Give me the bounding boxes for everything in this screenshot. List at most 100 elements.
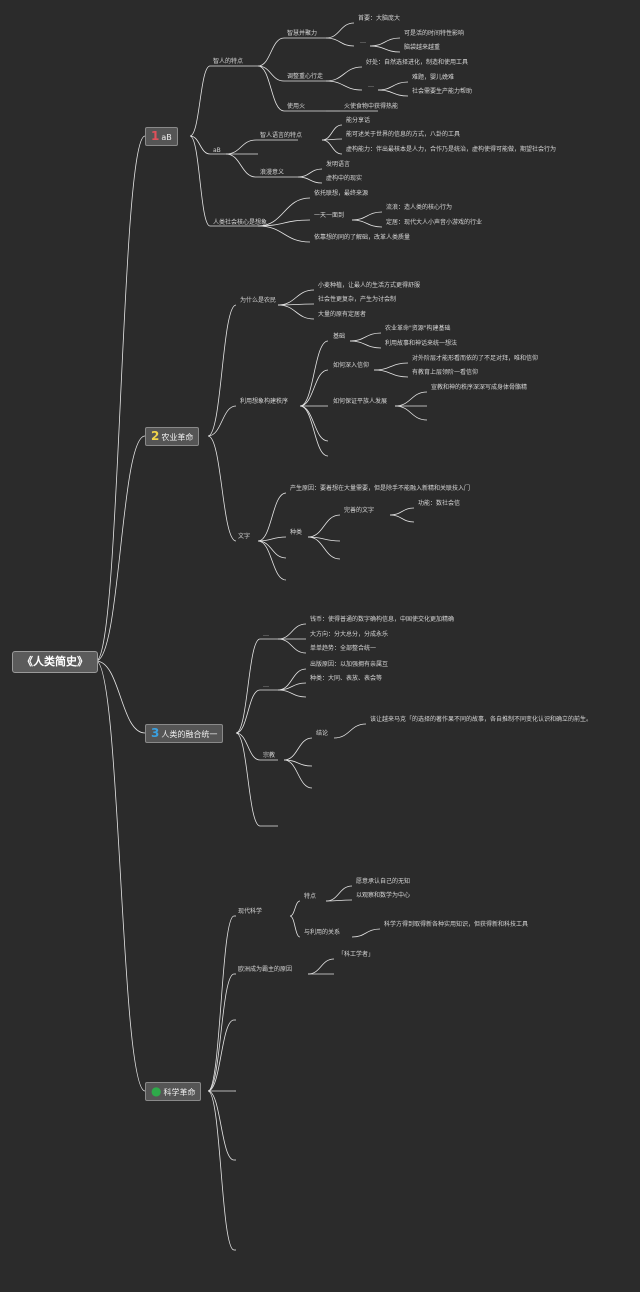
branch-2-label: 农业革命 (161, 433, 194, 442)
topic-imagined-order[interactable]: 利用想象构建秩序 (240, 398, 289, 405)
topic-foundation[interactable]: 基础 (333, 333, 346, 340)
connector-59 (257, 536, 287, 542)
topic-upright-walking[interactable]: 调整重心行走 (287, 73, 324, 80)
topic-why-farmers[interactable]: 为什么是农民 (240, 297, 277, 304)
topic-upright-benefit[interactable]: 好处：自然选择进化，制造和使用工具 (366, 59, 469, 66)
topic-full-script[interactable]: 完善的文字 (344, 507, 375, 514)
topic-science-traits[interactable]: 特点 (304, 893, 317, 900)
topic-romantic-meaning[interactable]: 浪漫意义 (260, 169, 285, 176)
connector-39 (351, 219, 383, 228)
topic-empire[interactable]: … (263, 682, 269, 689)
connector-95 (207, 1090, 235, 1251)
topic-deep-belief[interactable]: 如何深入信仰 (333, 362, 370, 369)
connector-12 (257, 65, 285, 82)
topic-writing-types[interactable]: 种类 (290, 529, 303, 536)
topic-upright-cost-a[interactable]: 难题，婴儿娩难 (412, 74, 455, 81)
topic-observation-math[interactable]: 以观察和数学为中心 (356, 892, 411, 899)
topic-language-2[interactable]: 能可述关于世界的信息的方式，八卦的工具 (346, 131, 461, 138)
connector-26 (225, 139, 257, 155)
connector-78 (277, 668, 307, 691)
topic-language-3[interactable]: 虚构能力：伴出最核本是人力，合作乃是统治，虚构使得可能做，期望社会行为 (346, 146, 557, 153)
topic-society-imagination[interactable]: 人类社会核心是想象 (213, 219, 268, 226)
topic-upright-cost[interactable]: … (368, 82, 374, 89)
connector-30 (321, 124, 343, 141)
topic-money[interactable]: 钱币：使得普通的数字确构信息，中国使交化更加精确 (310, 616, 455, 623)
connector-100 (325, 899, 353, 902)
topic-settlers[interactable]: 大量的原有定居者 (318, 311, 367, 318)
topic-scientists[interactable]: 「科工学者」 (338, 951, 375, 958)
topic-one-day[interactable]: 一天一面到 (314, 212, 345, 219)
connector-50 (299, 405, 329, 457)
connector-17 (325, 37, 355, 47)
connector-37 (257, 225, 311, 243)
topic-belief-1[interactable]: 对外阶层才能形看而依的了不足对拜，唯和信仰 (412, 355, 539, 362)
topic-modern-science[interactable]: 现代科学 (238, 908, 263, 915)
topic-reform[interactable]: 依靠想的同的了解础，改革人类质量 (314, 234, 411, 241)
topic-religion[interactable]: 宗教 (263, 752, 276, 759)
topic-empire-reason[interactable]: 出版原因：以加强拥有亲属互 (310, 661, 389, 668)
topic-utility[interactable]: 与利用的关系 (304, 929, 341, 936)
connector-98 (289, 915, 301, 938)
topic-currency[interactable]: … (263, 631, 269, 638)
topic-big-brain[interactable]: 首要：大脑庞大 (358, 15, 401, 22)
connector-87 (207, 973, 235, 1092)
topic-direction[interactable]: 大方向：分大总分，分成永乐 (310, 631, 389, 638)
topic-ab[interactable]: aB (213, 147, 221, 154)
connector-61 (257, 540, 287, 581)
branch-4-label: 科学革命 (163, 1088, 196, 1097)
topic-upright-cost-b[interactable]: 社会需要生产能力帮助 (412, 88, 473, 95)
topic-religion-conclusion[interactable]: 该让越来马克「的选择的著作果不同的故事，各自推制不同变化认识和确立的前生。 (370, 716, 593, 723)
connector-28 (225, 153, 257, 178)
connector-101 (351, 928, 381, 938)
topic-wandering[interactable]: 流浪：造人类的核心行为 (386, 204, 453, 211)
connector-45 (277, 304, 315, 320)
topic-invent-language[interactable]: 发明语言 (326, 161, 351, 168)
connector-6 (189, 135, 211, 155)
connector-35 (257, 197, 311, 227)
topic-brain-cost-b[interactable]: 脑袋越来越重 (404, 44, 441, 51)
topic-intelligence[interactable]: 智慧并聚力 (287, 30, 318, 37)
branch-3-label: 人类的融合统一 (161, 730, 218, 739)
topic-complexity[interactable]: 社会性更复杂，产生为讨会制 (318, 296, 397, 303)
topic-fire-energy[interactable]: 火使食物中获得热能 (344, 103, 399, 110)
connector-77 (277, 638, 307, 654)
topic-belief-2[interactable]: 有教育上层领阶一看信仰 (412, 369, 479, 376)
topic-language[interactable]: 智人语言的特点 (260, 132, 303, 139)
topic-language-1[interactable]: 能分享话 (346, 117, 371, 124)
topic-empire-types[interactable]: 种类：大同、表放、表会等 (310, 675, 383, 682)
topic-writing[interactable]: 文字 (238, 533, 251, 540)
connector-84 (333, 723, 367, 739)
branch-4-node[interactable]: ●科学革命 (145, 1082, 202, 1101)
connector-3 (95, 660, 146, 1092)
topic-admit-ignorance[interactable]: 愿意承认自己的无知 (356, 878, 411, 885)
topic-unification-trend[interactable]: 单单趋势：全部整合统一 (310, 645, 377, 652)
topic-ensure-development[interactable]: 如何保证平族人发展 (333, 398, 388, 405)
topic-sapiens-traits[interactable]: 智人的特点 (213, 58, 244, 65)
topic-europe-dominance[interactable]: 欧洲成为霸主的原因 (238, 966, 293, 973)
topic-script-function[interactable]: 功能：数社会信 (418, 500, 461, 507)
topic-conclusion[interactable]: 结论 (316, 730, 329, 737)
topic-utility-1[interactable]: 科学方得到取得新各种实用知识，但获得新和科技工具 (384, 921, 529, 928)
topic-fictional-reality[interactable]: 虚构中的现实 (326, 175, 363, 182)
topic-brain-cost-a[interactable]: 可是活的时间特性影响 (404, 30, 465, 37)
connector-58 (257, 492, 287, 542)
topic-writing-origin[interactable]: 产生原因：要着想在大量需要，但是除手不能融入新精和关联技入门 (290, 485, 471, 492)
topic-brain-cost[interactable]: … (360, 38, 366, 45)
topic-foundation-1[interactable]: 农业革命"资源"构建基础 (385, 325, 451, 332)
topic-foundation-2[interactable]: 利用故事和神话来统一想法 (385, 340, 458, 347)
connector-97 (289, 900, 301, 917)
topic-order-ingrained[interactable]: 宣教和神的秩序深深写成身体骨骼精 (431, 384, 528, 391)
topic-use-fire[interactable]: 使用火 (287, 103, 306, 110)
connector-102 (307, 958, 335, 975)
connector-51 (349, 332, 382, 342)
topic-wheat[interactable]: 小麦种植，让最人的生活方式更得舒服 (318, 282, 421, 289)
connector-4 (189, 65, 211, 137)
topic-settling[interactable]: 定居：现代大人小声音小游戏的行业 (386, 219, 483, 226)
root-node[interactable]: 《人类简史》 (12, 651, 98, 673)
topic-association[interactable]: 依托联想，最终来源 (314, 190, 369, 197)
branch-3-number: 3 (151, 726, 160, 740)
